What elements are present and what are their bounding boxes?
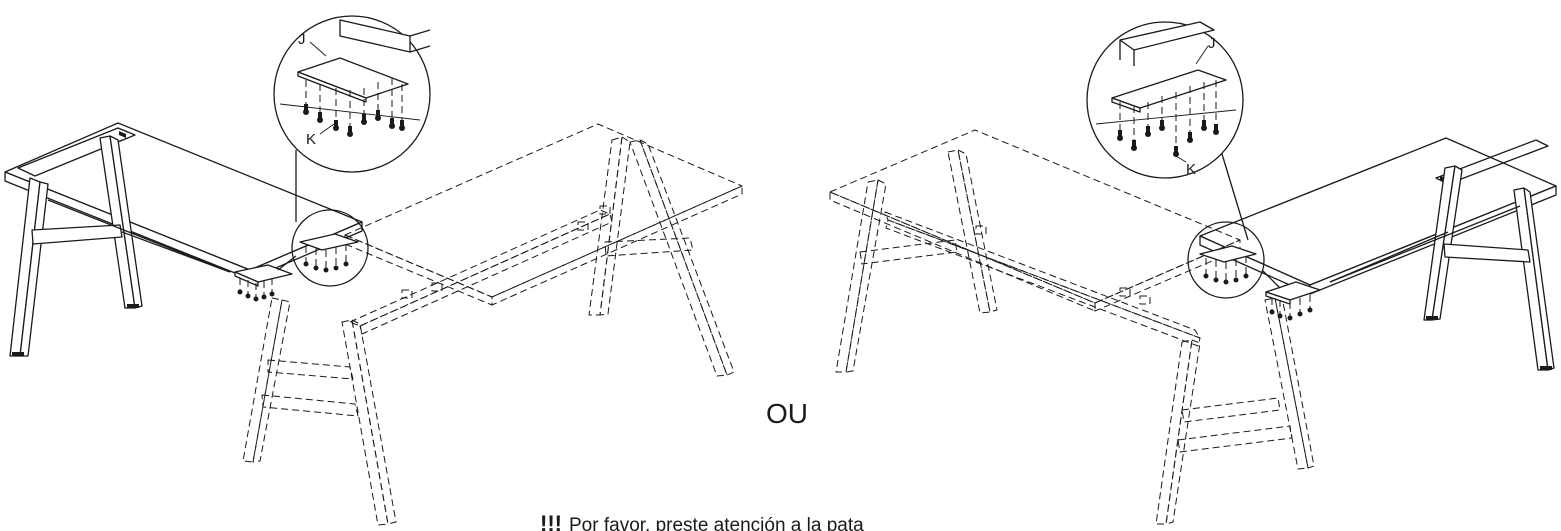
desk-left-variant: J K — [4, 15, 743, 526]
or-label: OU — [766, 398, 808, 429]
left-dashed-front-leg — [242, 297, 397, 526]
right-solid-desktop — [1199, 137, 1557, 295]
right-dashed-back-leg — [835, 149, 998, 373]
desk-right-variant: J K — [829, 21, 1557, 525]
leg-attention-note: Por favor, preste atención a la pata — [569, 515, 864, 531]
left-bracket-on-model — [234, 264, 293, 302]
right-detail-circle: J K — [1086, 21, 1249, 241]
left-small-zoom-circle — [277, 209, 369, 287]
label-k-left: K — [306, 131, 316, 148]
left-dashed-back-leg — [588, 136, 735, 377]
label-k-right: K — [1186, 161, 1196, 178]
right-dashed-front-leg — [1155, 297, 1315, 525]
label-j-right: J — [1208, 35, 1216, 52]
attention-marks: !!! — [540, 511, 562, 531]
right-bracket-on-model — [1265, 281, 1321, 321]
label-j-left: J — [298, 31, 306, 48]
right-dashed-extension — [829, 129, 1241, 347]
right-solid-leg — [1329, 165, 1555, 371]
left-dashed-extension — [344, 123, 743, 335]
left-detail-circle: J K — [273, 15, 431, 222]
right-small-zoom-circle — [1187, 221, 1281, 299]
left-solid-leg — [9, 135, 231, 357]
